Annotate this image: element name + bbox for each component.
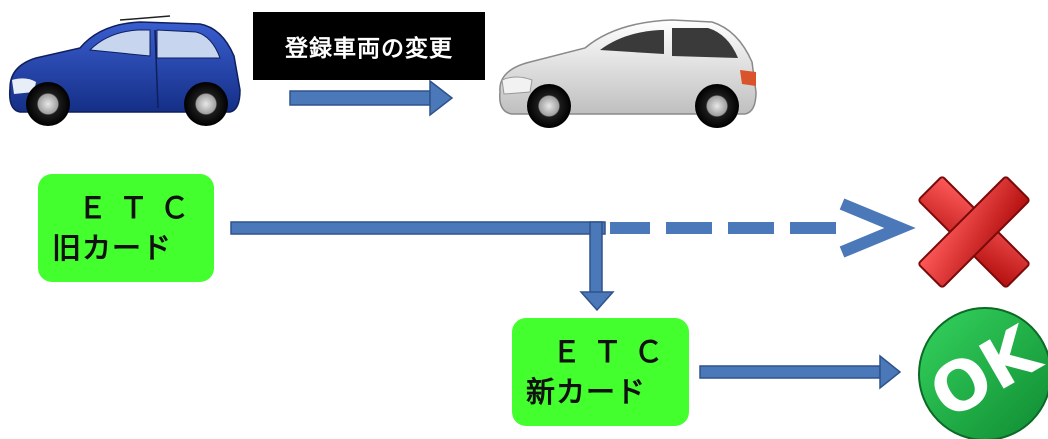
new-card-etc-label: ＥＴＣ <box>552 335 676 369</box>
change-registered-vehicle-title: 登録車両の変更 <box>253 12 485 80</box>
new-card-arrow <box>699 354 902 390</box>
new-car-icon <box>499 19 757 128</box>
new-card-name-label: 新カード <box>526 375 647 409</box>
new-etc-card: ＥＴＣ 新カード <box>512 318 689 426</box>
dashed-reject-arrow <box>610 198 916 258</box>
old-card-name-label: 旧カード <box>52 231 173 265</box>
change-arrow <box>289 79 454 117</box>
old-card-etc-label: ＥＴＣ <box>78 191 202 225</box>
old-etc-card: ＥＴＣ 旧カード <box>38 174 214 282</box>
old-car-icon <box>8 15 241 126</box>
old-card-connector <box>230 221 615 312</box>
ok-badge-icon: OK <box>917 307 1048 439</box>
reject-x-icon <box>918 176 1030 288</box>
